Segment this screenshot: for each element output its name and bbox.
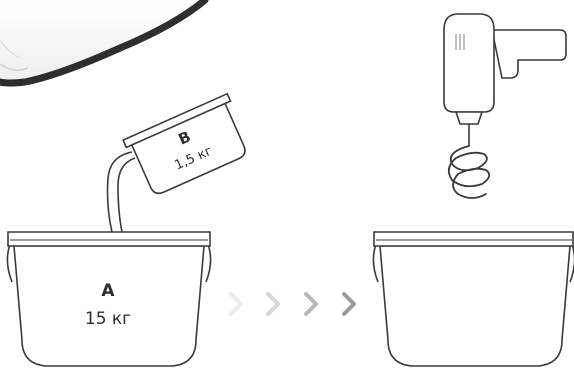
bucket-a-letter: A [101, 281, 115, 301]
container-b: B 1,5 кг [123, 94, 253, 199]
arrow-1 [231, 294, 241, 314]
progress-arrows [231, 294, 354, 314]
drill-icon [444, 14, 566, 146]
arrow-2 [268, 294, 278, 314]
bucket-mixed [373, 232, 574, 366]
arrow-3 [306, 294, 316, 314]
packaging-corner [0, 0, 205, 83]
mixer-spiral-icon [449, 146, 489, 198]
pour-stream [108, 152, 136, 232]
bucket-a-amount: 15 кг [85, 309, 131, 329]
arrow-4 [344, 294, 354, 314]
bucket-a: A 15 кг [7, 232, 210, 366]
